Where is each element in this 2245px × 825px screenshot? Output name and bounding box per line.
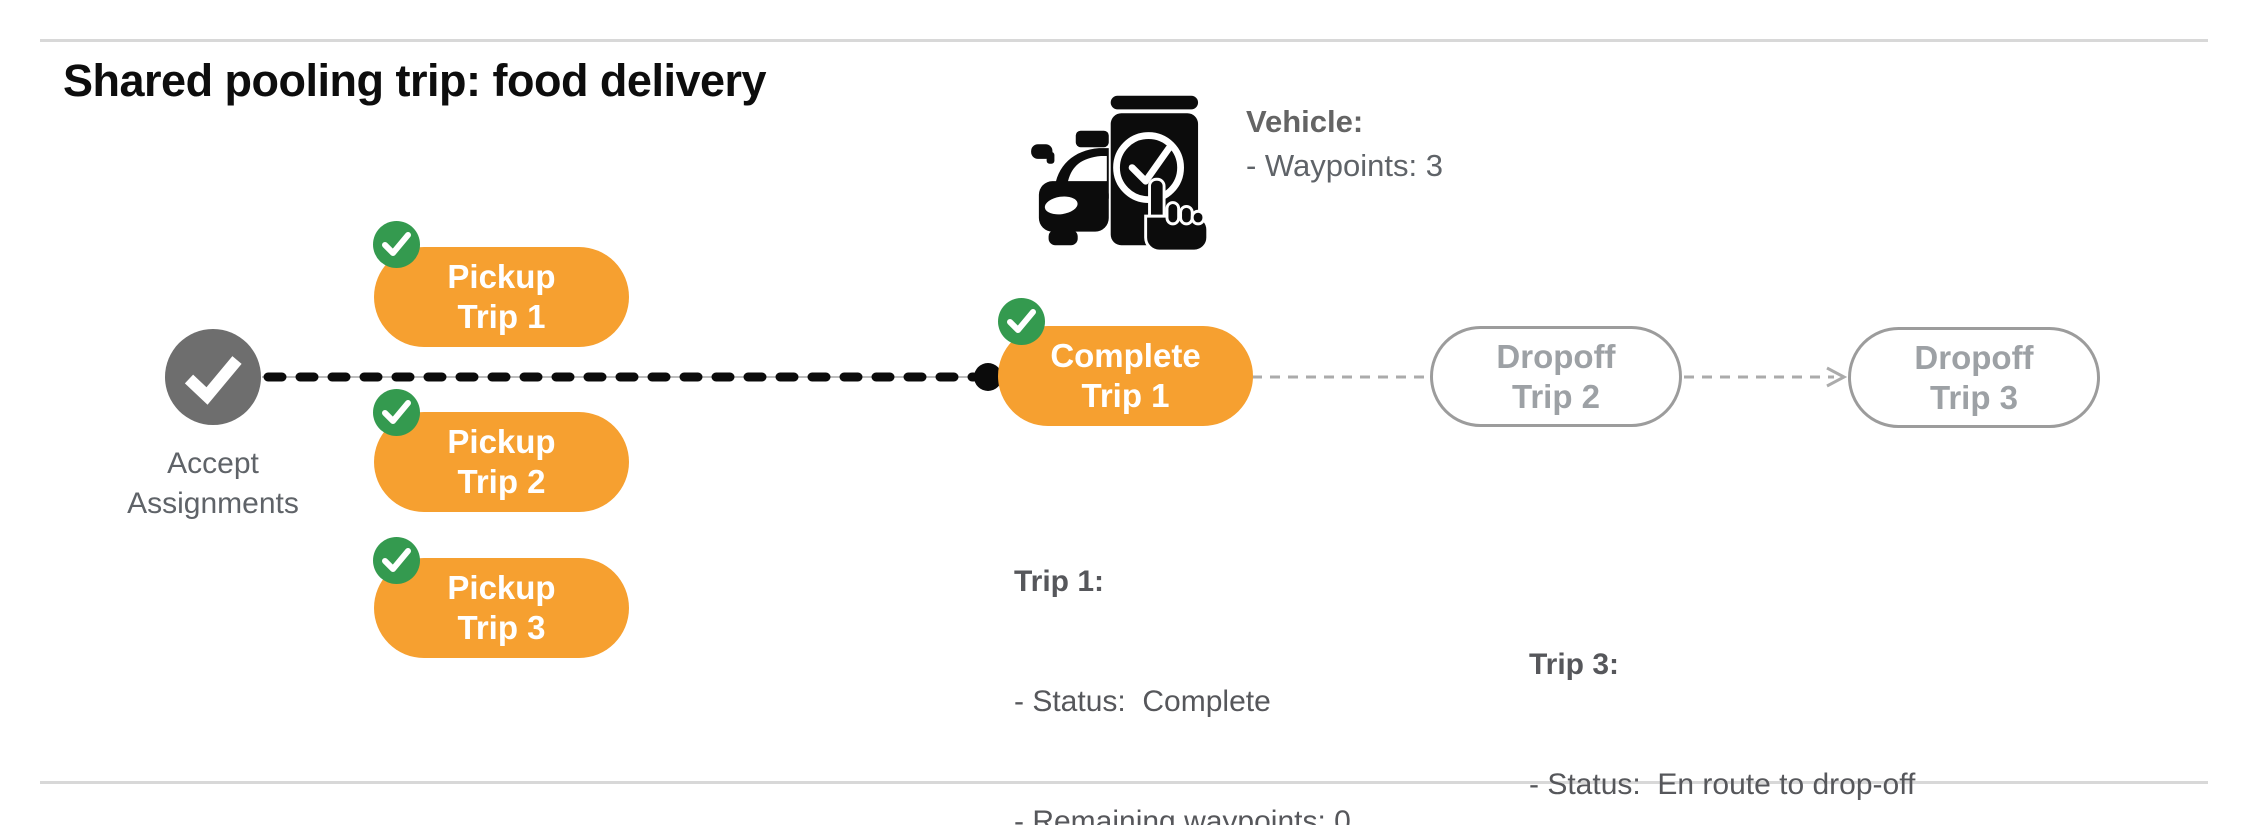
- vehicle-info: Vehicle: - Waypoints: 3: [1246, 100, 1443, 188]
- dashed-connector-gray-1: [1252, 375, 1430, 379]
- trip-1-waypoints: - Remaining waypoints: 0: [1014, 805, 1351, 825]
- trip-3-title: Trip 3:: [1529, 648, 1620, 681]
- check-icon: [184, 356, 242, 405]
- page-title: Shared pooling trip: food delivery: [63, 55, 767, 106]
- node-pickup-trip-1: Pickup Trip 1: [374, 247, 629, 347]
- bottom-divider: [40, 781, 2208, 784]
- trip-3-status: - Status: En route to drop-off: [1529, 768, 1916, 801]
- vehicle-label: Vehicle:: [1246, 104, 1364, 139]
- vehicle-phone-check-icon: [1031, 95, 1210, 253]
- check-icon: [382, 548, 411, 572]
- check-badge-pickup-2: [373, 389, 420, 436]
- node-complete-trip-1: Complete Trip 1: [998, 326, 1253, 426]
- accept-assignments-node: [165, 329, 261, 425]
- accept-assignments-label: Accept Assignments: [127, 447, 299, 520]
- dashed-connector-black: [262, 363, 1002, 391]
- check-badge-complete-1: [998, 298, 1045, 345]
- check-icon: [1007, 309, 1036, 333]
- check-badge-pickup-1: [373, 221, 420, 268]
- node-dropoff-trip-3: Dropoff Trip 3: [1848, 327, 2100, 428]
- current-position-dot: [974, 363, 1002, 391]
- check-badge-pickup-3: [373, 537, 420, 584]
- trip-1-title: Trip 1:: [1014, 565, 1105, 598]
- dashed-connector-gray-2: [1684, 366, 1848, 388]
- status-block-trip-1-2: Trip 1: - Status: Complete - Remaining w…: [1014, 482, 1400, 825]
- check-icon: [382, 232, 411, 256]
- check-icon: [382, 400, 411, 424]
- vehicle-waypoints: - Waypoints: 3: [1246, 148, 1443, 183]
- node-pickup-trip-3: Pickup Trip 3: [374, 558, 629, 658]
- trip-1-status: - Status: Complete: [1014, 685, 1271, 718]
- node-pickup-trip-2: Pickup Trip 2: [374, 412, 629, 512]
- arrow-head-icon: [1826, 366, 1848, 388]
- top-divider: [40, 39, 2208, 42]
- node-dropoff-trip-2: Dropoff Trip 2: [1430, 326, 1682, 427]
- status-block-trip-3: Trip 3: - Status: En route to drop-off -…: [1529, 565, 1915, 825]
